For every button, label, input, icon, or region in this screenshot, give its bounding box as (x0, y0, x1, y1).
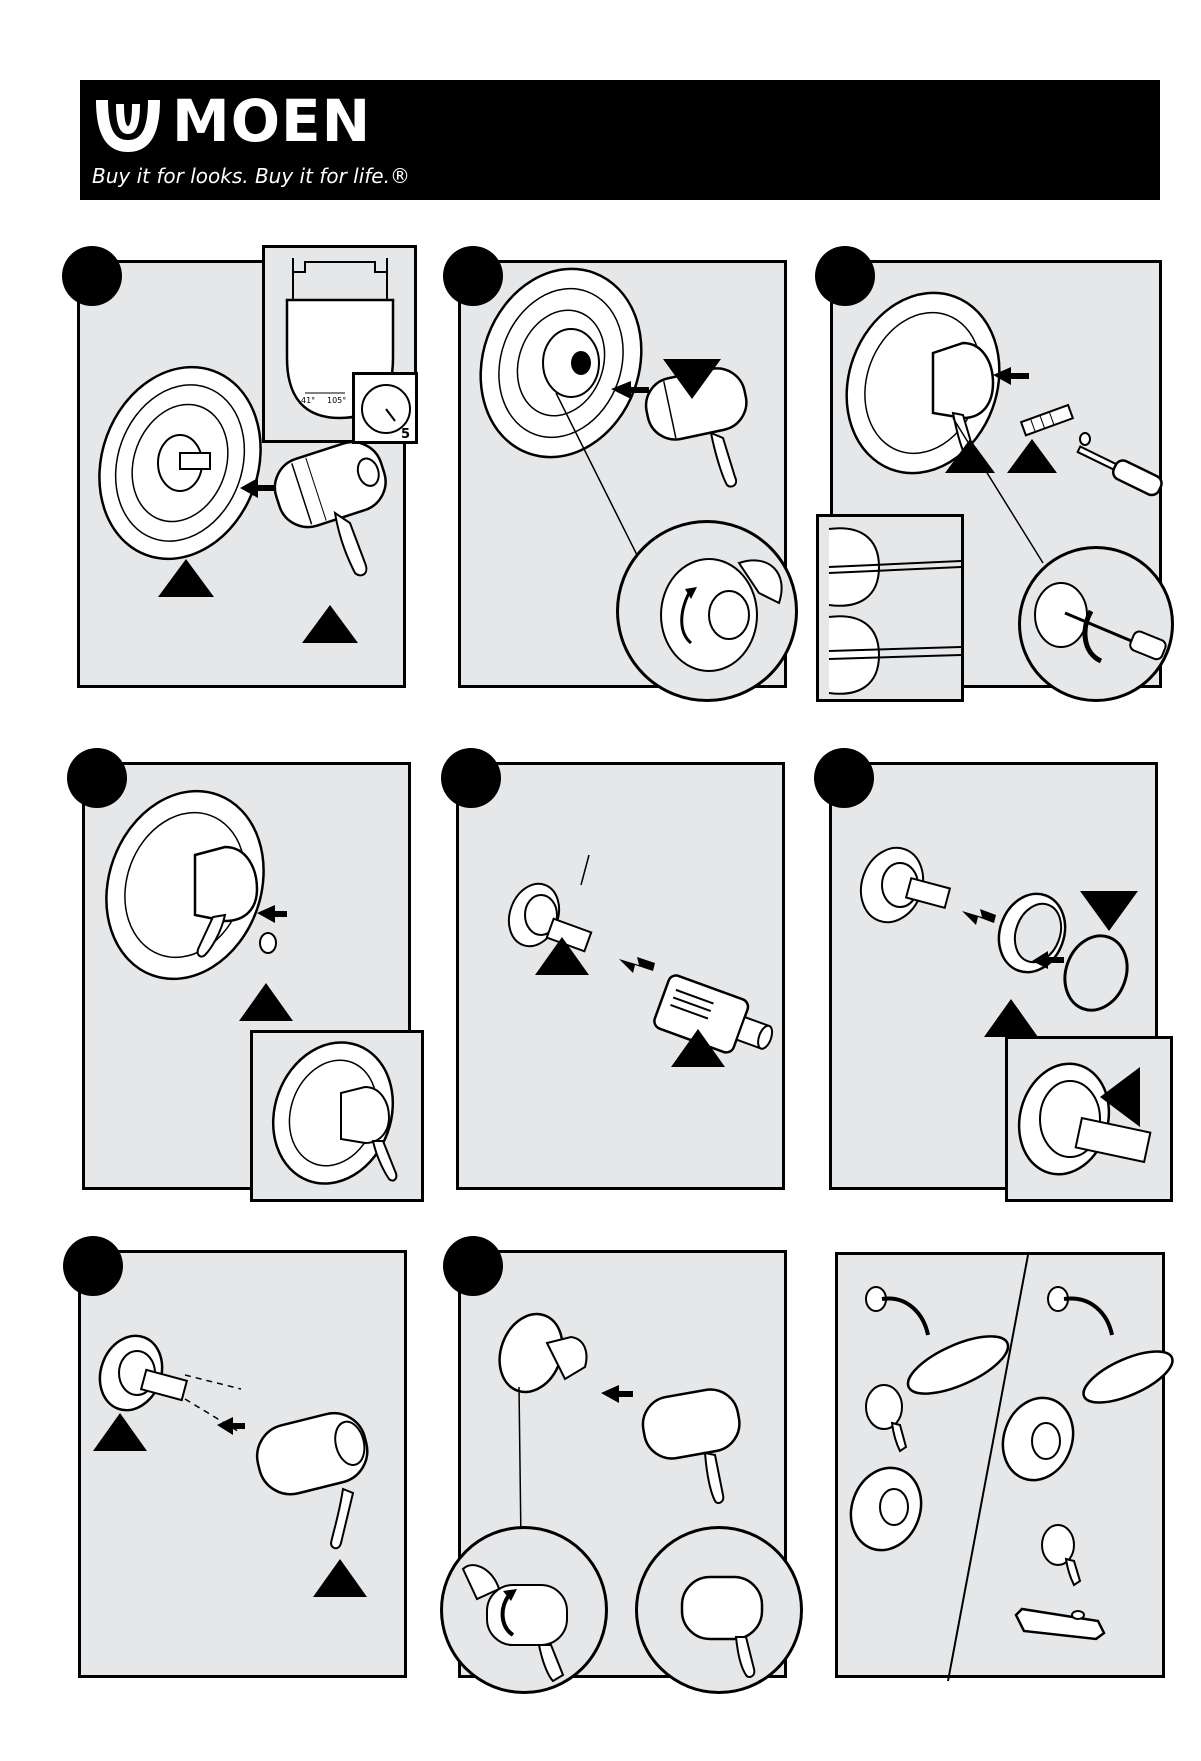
arrow-marker (663, 359, 725, 401)
step-3-badge (815, 246, 875, 306)
arrow-marker (313, 1559, 371, 1599)
arrow-marker (158, 559, 218, 599)
step-4-badge (67, 748, 127, 808)
arrow-marker (239, 983, 297, 1023)
rotate-screwdriver-icon (1021, 549, 1177, 705)
final-assembly-panel (835, 1252, 1165, 1678)
arrow-marker (984, 999, 1042, 1039)
step-4-inset (250, 1030, 424, 1202)
step-8-finished-circle (635, 1526, 803, 1694)
finished-trim-icon (253, 1033, 427, 1205)
step-3-detail-circle (1018, 546, 1174, 702)
arrow-marker (945, 439, 997, 475)
moen-logo-icon (92, 94, 164, 158)
step-2-badge (443, 246, 503, 306)
temp-low-label: 41° (301, 396, 315, 405)
hand-turning-icon (443, 1529, 611, 1697)
brand-name: MOEN (172, 92, 371, 150)
cartridge-removal-illustration (459, 765, 788, 1193)
step-7-panel (78, 1250, 407, 1678)
handle-install-illustration (81, 1253, 410, 1681)
arrow-marker (93, 1413, 151, 1453)
step-8-detail-circle (440, 1526, 608, 1694)
ring-installed-icon (1008, 1039, 1176, 1205)
step-3-screwdriver-inset (816, 514, 964, 702)
step-6-badge (814, 748, 874, 808)
brand-tagline: Buy it for looks. Buy it for life.® (92, 164, 410, 188)
arrow-marker (1080, 891, 1140, 931)
arrow-marker (671, 1029, 729, 1069)
hand-turning-icon (619, 523, 801, 705)
arrow-marker (1007, 439, 1059, 475)
step-2-detail-circle (616, 520, 798, 702)
step-5-badge (441, 748, 501, 808)
header-banner: MOEN Buy it for looks. Buy it for life.® (80, 80, 1160, 200)
arrow-marker (302, 605, 362, 645)
step-7-badge (63, 1236, 123, 1296)
step-1-badge (62, 246, 122, 306)
step-5-panel (456, 762, 785, 1190)
dial-number: 5 (401, 427, 410, 442)
temp-high-label: 105° (327, 396, 346, 405)
dial-icon (355, 375, 421, 447)
shower-system-illustration (838, 1255, 1168, 1681)
step-6-inset (1005, 1036, 1173, 1202)
step-1-dial-inset: 5 (352, 372, 418, 444)
finished-handle-icon (638, 1529, 806, 1697)
arrow-marker (535, 937, 593, 977)
step-8-badge (443, 1236, 503, 1296)
screwdriver-icon (819, 517, 967, 705)
